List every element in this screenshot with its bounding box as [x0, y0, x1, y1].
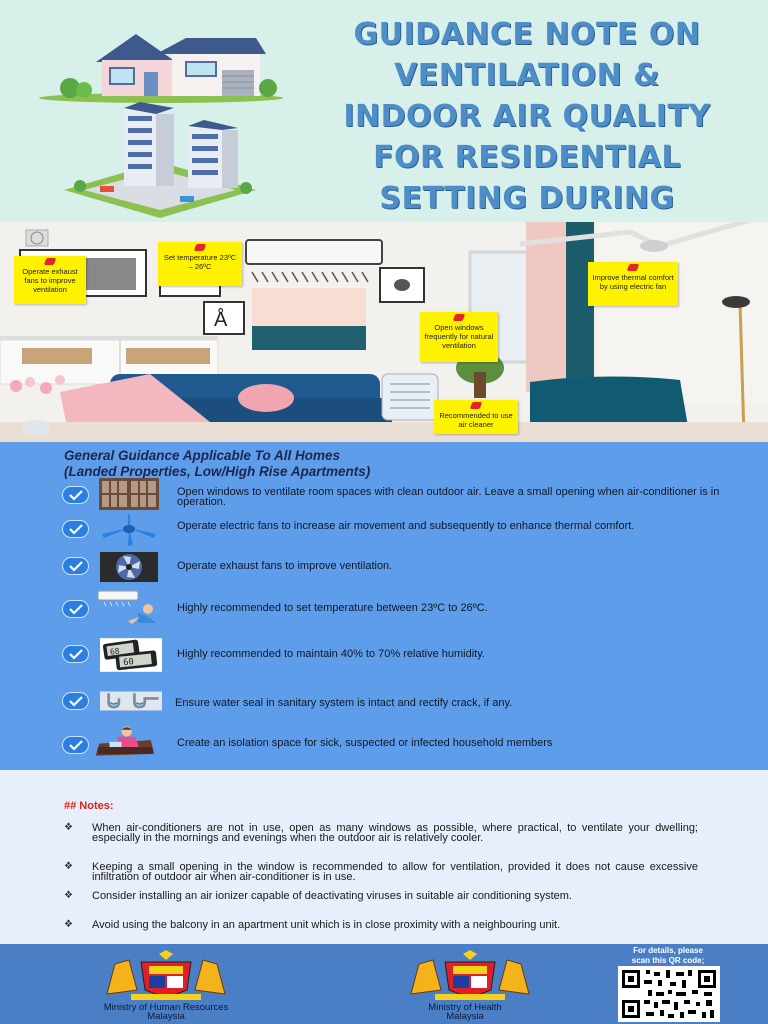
coat-of-arms-logo: [106, 950, 226, 1000]
sticky-note-air-cleaner: Recommended to use air cleaner: [434, 400, 518, 434]
check-badge-icon: [62, 486, 89, 504]
guidance-item-humidity: 68 60 Highly recommended to maintain 40%…: [0, 638, 768, 682]
check-badge-icon: [62, 520, 89, 538]
guidance-item-text: Operate exhaust fans to improve ventilat…: [177, 560, 393, 572]
note-item: ❖ Avoid using the balcony in an apartmen…: [64, 919, 698, 931]
guidance-item-text: Ensure water seal in sanitary system is …: [175, 697, 513, 709]
living-room-background: Å: [0, 222, 768, 442]
check-badge-icon: [62, 557, 89, 575]
check-badge-icon: [62, 645, 89, 663]
pushpin-icon: [626, 264, 640, 271]
general-guidance-section: General Guidance Applicable To All Homes…: [0, 442, 768, 770]
sticky-note-exhaust: Operate exhaust fans to improve ventilat…: [14, 256, 86, 304]
pushpin-icon: [469, 402, 483, 409]
pushpin-icon: [193, 244, 207, 251]
ministry-hr-name: Ministry of Human Resources: [103, 1002, 229, 1013]
house-illustration: [39, 34, 283, 103]
qr-label-line1: For details, please: [633, 946, 703, 955]
guidance-title-line2: (Landed Properties, Low/High Rise Apartm…: [64, 464, 371, 479]
coat-of-arms-logo: [410, 950, 530, 1000]
ministry-hr-label: Ministry of Human Resources Malaysia: [66, 1002, 266, 1022]
exhaust-fan-icon: [100, 552, 158, 582]
ministry-hr-country: Malaysia: [147, 1011, 185, 1022]
check-badge-icon: [62, 692, 89, 710]
guidance-title: General Guidance Applicable To All Homes…: [64, 448, 370, 480]
ministry-health-name: Ministry of Health: [428, 1002, 502, 1013]
diamond-bullet-icon: ❖: [64, 919, 73, 930]
guidance-item-text: Open windows to ventilate room spaces wi…: [177, 486, 720, 508]
guidance-item-water-seal: Ensure water seal in sanitary system is …: [0, 691, 768, 732]
note-text: When air-conditioners are not in use, op…: [92, 822, 698, 844]
diamond-bullet-icon: ❖: [64, 822, 73, 833]
guidance-item-text: Highly recommended to set temperature be…: [177, 602, 488, 614]
sticky-note-windows: Open windows frequently for natural vent…: [420, 312, 498, 362]
guidance-item-windows: Open windows to ventilate room spaces wi…: [0, 478, 768, 522]
note-text: Keeping a small opening in the window is…: [92, 861, 698, 883]
notes-section: ## Notes: ❖ When air-conditioners are no…: [0, 770, 768, 944]
svg-text:60: 60: [123, 657, 135, 668]
pushpin-icon: [452, 314, 466, 321]
water-seal-icon: [100, 691, 162, 711]
sticky-note-text: Operate exhaust fans to improve ventilat…: [22, 267, 78, 294]
guidance-item-text: Operate electric fans to increase air mo…: [177, 520, 635, 532]
note-text: Avoid using the balcony in an apartment …: [92, 919, 561, 931]
guidance-item-fans: Operate electric fans to increase air mo…: [0, 514, 768, 558]
ministry-health-label: Ministry of Health Malaysia: [365, 1002, 565, 1022]
sticky-note-fan: Improve thermal comfort by using electri…: [588, 262, 678, 306]
pushpin-icon: [43, 258, 57, 265]
qr-label-line2: scan this QR code;: [631, 956, 705, 965]
notes-title: ## Notes:: [64, 800, 114, 812]
svg-text:68: 68: [109, 647, 120, 657]
ministry-health-country: Malaysia: [446, 1011, 484, 1022]
svg-text:Å: Å: [214, 308, 228, 331]
note-item: ❖ Keeping a small opening in the window …: [64, 861, 698, 883]
sticky-note-text: Set temperature 23ºC – 26ºC: [163, 253, 237, 271]
guidance-item-temperature: Highly recommended to set temperature be…: [0, 590, 768, 637]
sticky-note-text: Open windows frequently for natural vent…: [424, 323, 494, 350]
sticky-note-temperature: Set temperature 23ºC – 26ºC: [158, 242, 242, 286]
living-room-illustration: Å Operate exhaust fans to improve ventil…: [0, 222, 768, 442]
air-conditioner-icon: [98, 590, 156, 624]
guidance-item-isolation: Create an isolation space for sick, susp…: [0, 726, 768, 776]
qr-code-label: For details, please scan this QR code;: [612, 946, 724, 966]
qr-code[interactable]: [618, 966, 720, 1022]
note-text: Consider installing an air ionizer capab…: [92, 890, 572, 902]
footer: Ministry of Human Resources Malaysia Min…: [0, 944, 768, 1024]
guidance-item-text: Highly recommended to maintain 40% to 70…: [177, 648, 485, 660]
guidance-title-line1: General Guidance Applicable To All Homes: [64, 448, 341, 463]
check-badge-icon: [62, 600, 89, 618]
diamond-bullet-icon: ❖: [64, 861, 73, 872]
sticky-note-text: Improve thermal comfort by using electri…: [592, 273, 674, 291]
note-item: ❖ Consider installing an air ionizer cap…: [64, 890, 698, 902]
window-icon: [99, 478, 159, 510]
guidance-item-text: Create an isolation space for sick, susp…: [177, 737, 553, 749]
isolation-icon: [95, 726, 155, 756]
ceiling-fan-icon: [102, 514, 156, 546]
apartment-illustration: [64, 102, 256, 218]
header-banner: GUIDANCE NOTE ON VENTILATION & INDOOR AI…: [0, 0, 768, 257]
sticky-note-text: Recommended to use air cleaner: [439, 411, 513, 429]
guidance-item-exhaust: Operate exhaust fans to improve ventilat…: [0, 552, 768, 596]
hygrometer-icon: 68 60: [100, 638, 162, 672]
check-badge-icon: [62, 736, 89, 754]
note-item: ❖ When air-conditioners are not in use, …: [64, 822, 698, 844]
diamond-bullet-icon: ❖: [64, 890, 73, 901]
